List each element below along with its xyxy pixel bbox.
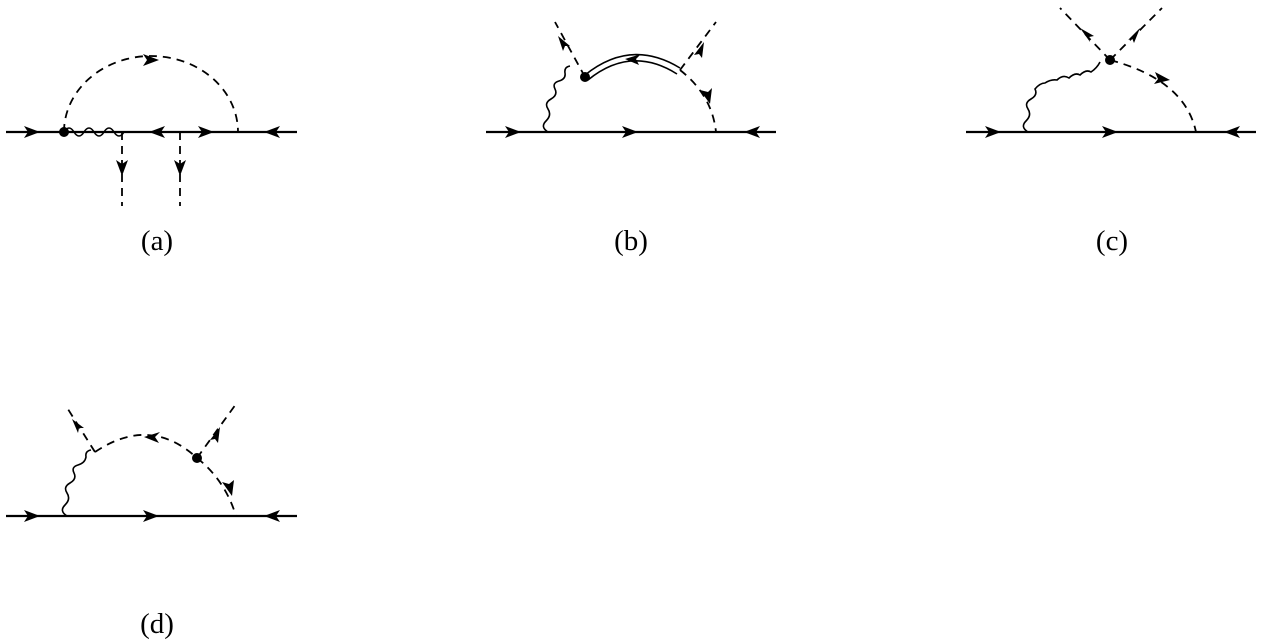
external-scalar-leg: [679, 21, 717, 71]
external-scalar-leg: [1109, 7, 1163, 61]
scalar-propagator: [679, 69, 717, 133]
arrow-right: [24, 510, 40, 522]
scalar-propagator: [1109, 59, 1197, 133]
diagram-label-d: (d): [140, 608, 174, 640]
arrow-down-right: [700, 88, 712, 104]
diagram-label-b: (b): [614, 225, 648, 257]
scalar-propagator-arc: [63, 55, 239, 133]
vertex-dot: [59, 127, 69, 137]
arrow-right: [143, 54, 159, 66]
diagram-c: [966, 7, 1256, 138]
diagram-label-c: (c): [1096, 225, 1128, 257]
arrow-left: [264, 126, 280, 138]
arrow-down-right: [1154, 72, 1170, 84]
arrow-right: [143, 510, 159, 522]
diagram-label-a: (a): [141, 225, 173, 257]
arrow-right: [622, 126, 638, 138]
arrow-down-right: [222, 480, 234, 496]
arrow-left: [1224, 126, 1240, 138]
arrow-up-left: [72, 419, 84, 433]
arrow-up-left: [558, 36, 570, 51]
arrow-left: [625, 54, 641, 65]
arrow-right: [505, 126, 521, 138]
external-scalar-leg: [196, 403, 237, 459]
photon-line: [63, 127, 125, 137]
diagram-b: [486, 21, 776, 138]
arrow-right: [1102, 126, 1118, 138]
arrow-right: [24, 126, 40, 138]
scalar-propagator-arc: [94, 433, 237, 517]
arrow-up-left: [1080, 28, 1094, 42]
arrow-left: [144, 432, 160, 443]
composite-propagator-outer: [584, 53, 681, 76]
arrow-down: [174, 160, 186, 176]
external-scalar-leg: [554, 21, 586, 78]
arrow-up-right: [694, 42, 704, 58]
diagram-a: [6, 54, 297, 206]
external-scalar-leg: [65, 405, 96, 453]
photon-line: [1022, 61, 1101, 133]
photon-line: [61, 449, 92, 517]
photon-line: [542, 65, 571, 133]
arrow-up-right: [210, 427, 220, 443]
arrow-right: [985, 126, 1001, 138]
external-scalar-leg: [1059, 7, 1111, 61]
arrow-down: [116, 160, 128, 176]
diagram-d: [6, 403, 297, 522]
arrow-up-right: [1128, 28, 1140, 43]
arrow-right: [198, 126, 214, 138]
arrow-left: [264, 510, 280, 522]
arrow-left: [744, 126, 760, 138]
arrow-left: [149, 126, 165, 138]
